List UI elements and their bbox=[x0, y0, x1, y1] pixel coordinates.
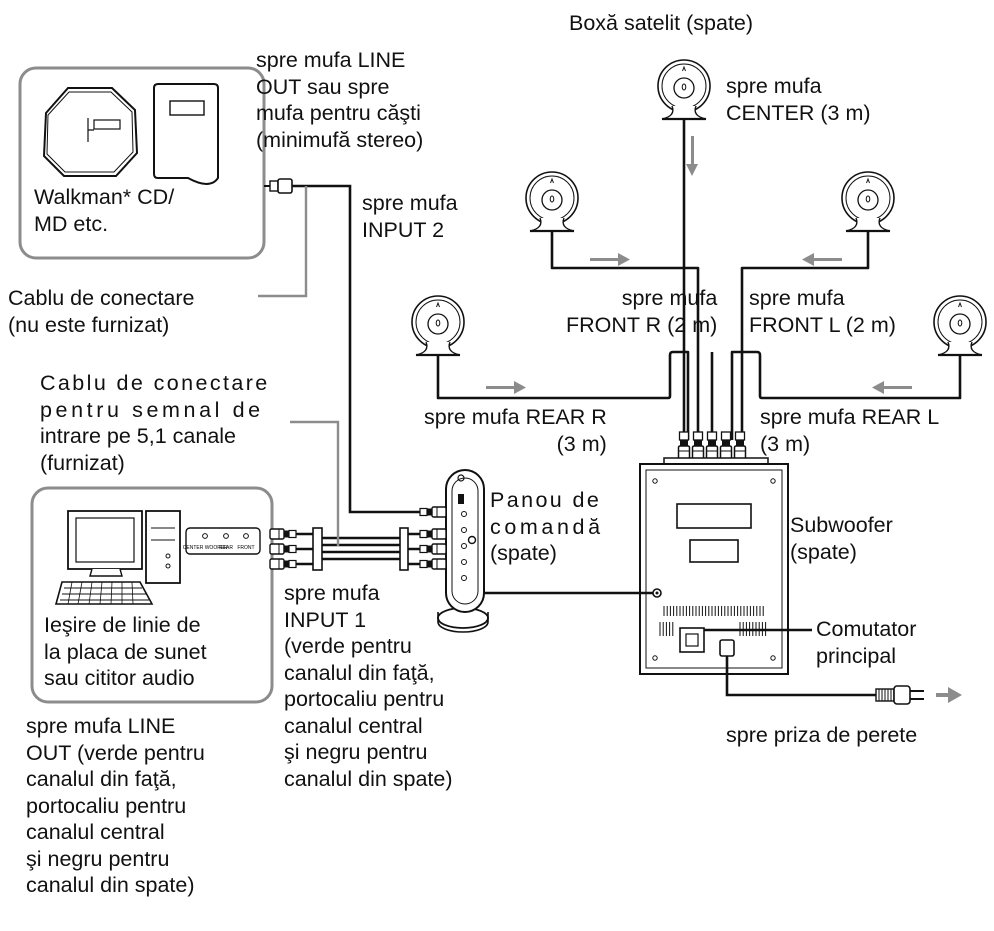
main-switch-label: Comutator principal bbox=[816, 617, 917, 668]
satellite-speaker-icon-center bbox=[656, 58, 712, 121]
satellite-caption: Boxă satelit (spate) bbox=[569, 11, 754, 35]
cable-51-label: Cablu de conectare pentru semnal de intr… bbox=[40, 371, 270, 475]
walkman-box bbox=[18, 66, 266, 260]
cable-not-supplied-label: Cablu de conectare (nu este furnizat) bbox=[8, 286, 195, 337]
control-panel-icon bbox=[437, 469, 489, 633]
satellite-speaker-icon-front-l bbox=[840, 170, 896, 233]
input2-label: spre mufa INPUT 2 bbox=[362, 191, 458, 242]
jack-label-rear: REAR bbox=[219, 545, 233, 551]
computer-icon bbox=[54, 510, 261, 605]
direction-arrows bbox=[486, 136, 962, 703]
walkman-cd-icon bbox=[42, 87, 139, 177]
subwoofer-icon bbox=[639, 457, 789, 675]
input1-label: spre mufa INPUT 1 (verde pentru canalul … bbox=[284, 581, 453, 791]
rear-l-label: spre mufa REAR L (3 m) bbox=[760, 405, 940, 456]
jack-label-center: CENTER WOOFER bbox=[183, 545, 228, 551]
wall-outlet-label: spre priza de perete bbox=[726, 723, 918, 747]
satellite-speaker-icon-front-r bbox=[524, 170, 580, 233]
power-cable bbox=[725, 656, 876, 697]
pc-out-label: Ieşire de linie de la placa de sunet sau… bbox=[44, 613, 207, 690]
pc-box bbox=[30, 486, 274, 704]
subwoofer-label: Subwoofer (spate) bbox=[790, 513, 893, 564]
pc-line-out-label: spre mufa LINE OUT (verde pentru canalul… bbox=[26, 714, 205, 897]
jack-label-front: FRONT bbox=[237, 545, 254, 551]
satellite-speaker-icon-rear-l bbox=[932, 294, 988, 357]
front-r-label: spre mufa FRONT R (2 m) bbox=[566, 286, 718, 337]
rca-plug-icon-row bbox=[677, 431, 747, 460]
minijack-plug-icon bbox=[264, 178, 293, 194]
walkman-device-label: Walkman* CD/ MD etc. bbox=[34, 185, 175, 236]
control-panel-label: Panou de comandă (spate) bbox=[490, 488, 604, 565]
front-l-label: spre mufa FRONT L (2 m) bbox=[749, 286, 896, 337]
rear-r-label: spre mufa REAR R (3 m) bbox=[424, 405, 607, 456]
power-plug-icon bbox=[875, 685, 924, 705]
satellite-speaker-icon-rear-r bbox=[410, 294, 466, 357]
speaker-cables bbox=[436, 118, 962, 440]
walkman-line-out-label: spre mufa LINE OUT sau spre mufa pentru … bbox=[256, 48, 424, 152]
md-player-icon bbox=[153, 83, 219, 185]
center-label: spre mufa CENTER (3 m) bbox=[726, 74, 871, 125]
